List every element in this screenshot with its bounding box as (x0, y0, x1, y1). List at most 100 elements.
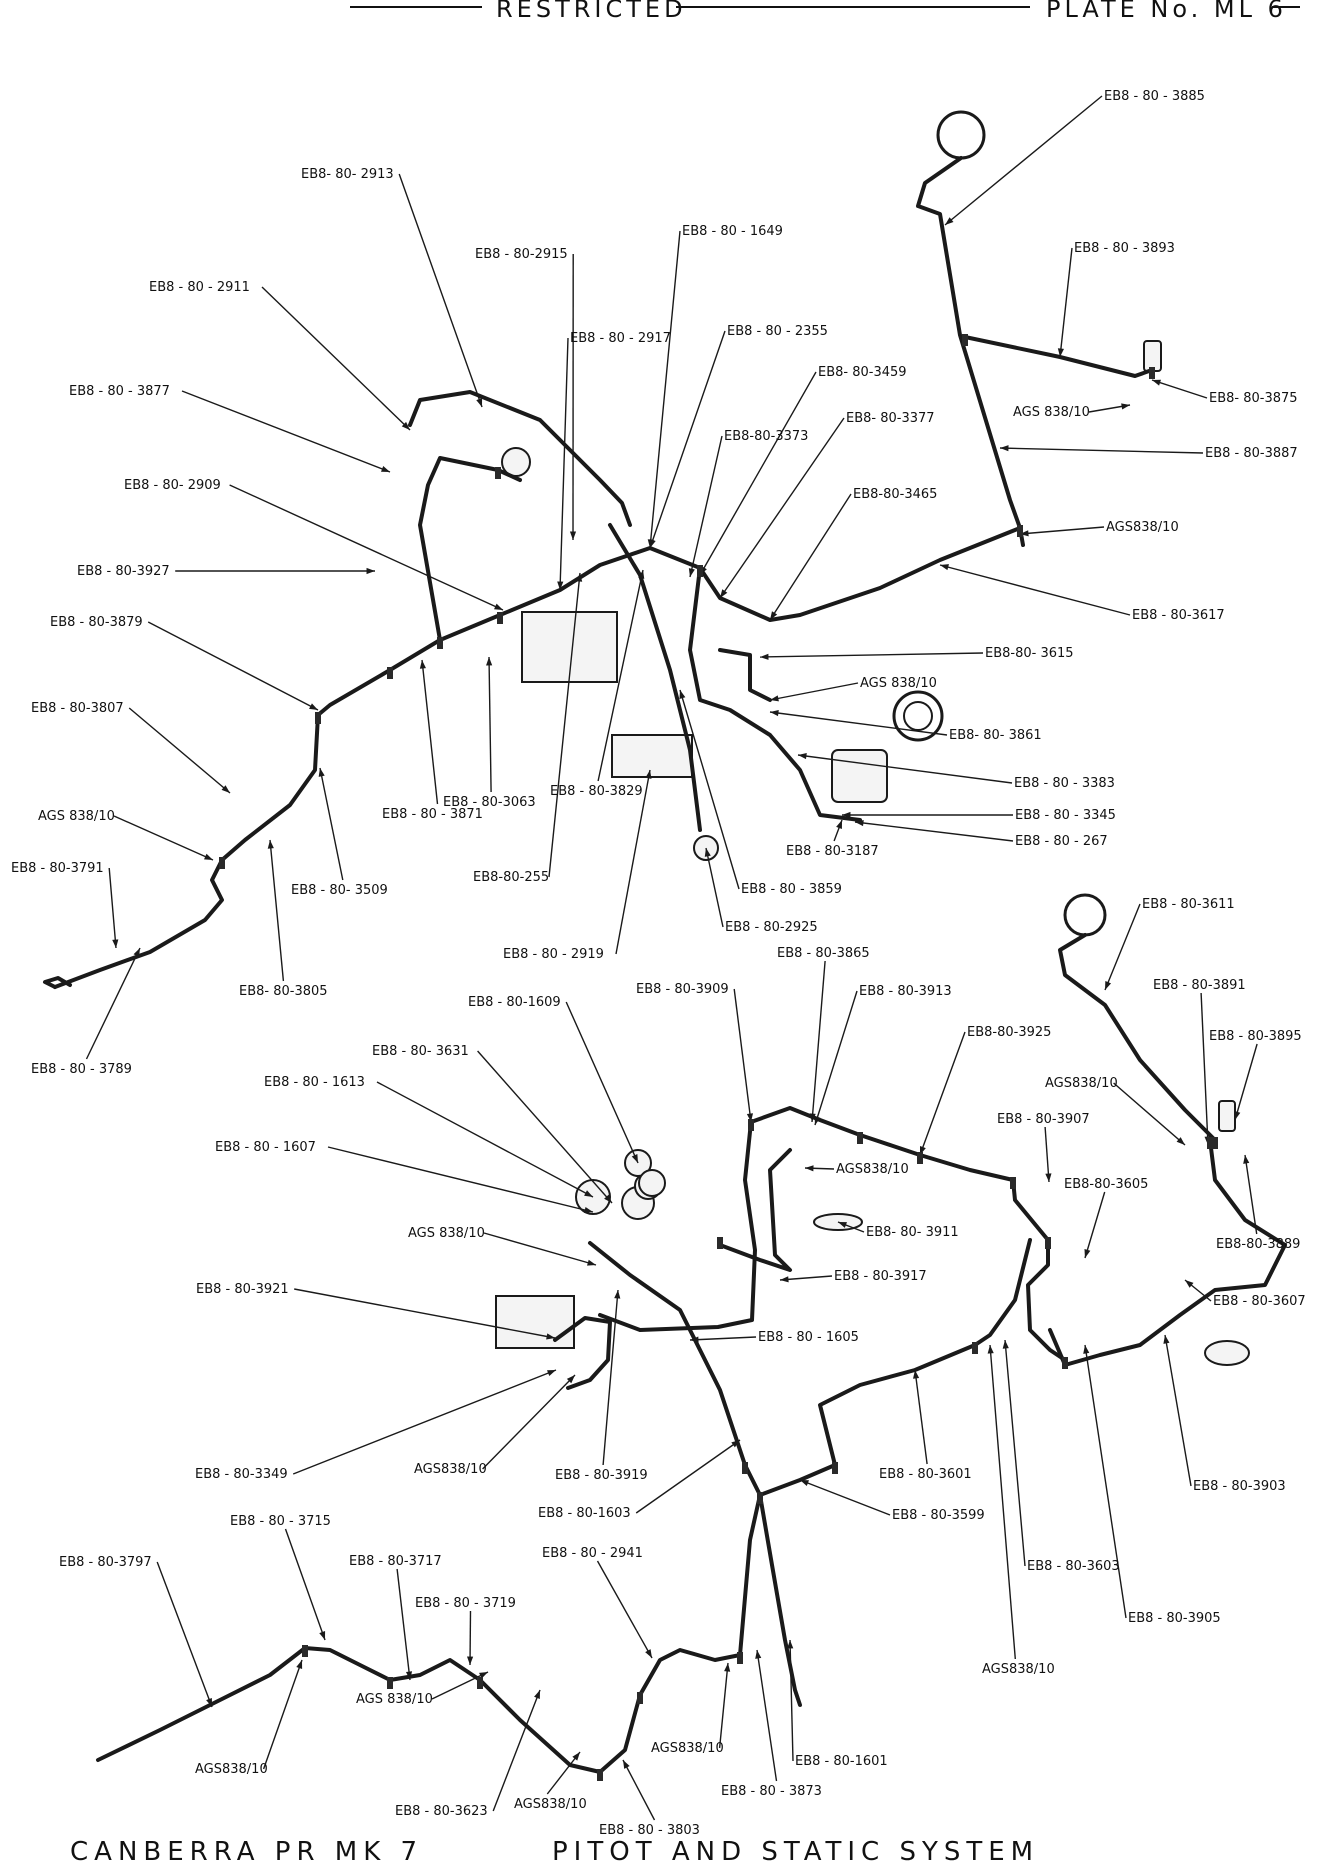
leader-arrow-l3373 (688, 568, 695, 577)
fittings (219, 334, 1218, 1781)
pipe-right-lower-run (1048, 1138, 1287, 1367)
pipe-fitting (1207, 1137, 1213, 1149)
leader-line-l3605 (1084, 1191, 1106, 1259)
pipe-fitting (1045, 1237, 1051, 1249)
leader-line-l3877 (181, 390, 391, 473)
leader-line-l3829 (597, 569, 644, 782)
leader-line-l3917 (779, 1275, 833, 1281)
part-label-l3907: EB8 - 80-3907 (997, 1112, 1090, 1127)
part-label-l3889: EB8-80-3889 (1216, 1237, 1300, 1252)
leader-arrow-l2925 (704, 848, 711, 857)
part-label-l3063: EB8 - 80-3063 (443, 795, 536, 810)
leader-arrow-l3617 (940, 564, 949, 571)
leader-arrow-l3879 (309, 703, 318, 710)
part-label-l3599: EB8 - 80-3599 (892, 1508, 985, 1523)
leader-line-l3349 (292, 1369, 557, 1475)
part-label-ags7: AGS 838/10 (408, 1226, 485, 1241)
leader-arrow-l1605 (690, 1336, 699, 1343)
part-label-l3903: EB8 - 80-3903 (1193, 1479, 1286, 1494)
leader-arrow-ags8 (566, 1375, 575, 1384)
pipe-fitting (387, 1677, 393, 1689)
pipe-fitting (962, 334, 968, 346)
pitot-head-top-right (936, 110, 986, 160)
leader-line-ags12 (262, 1659, 303, 1770)
part-label-l3905: EB8 - 80-3905 (1128, 1611, 1221, 1626)
pipe-fitting (857, 1132, 863, 1144)
plate-title: PITOT AND STATIC SYSTEM (552, 1837, 1039, 1865)
leader-arrow-l3383 (798, 753, 807, 760)
leader-line-l3907 (1044, 1126, 1050, 1183)
part-label-l1603: EB8 - 80-1603 (538, 1506, 631, 1521)
part-label-l2913: EB8- 80- 2913 (301, 167, 394, 182)
leader-line-l2925 (705, 847, 724, 928)
pipe-1605-diagonal (588, 1241, 762, 1497)
part-label-l3603: EB8 - 80-3603 (1027, 1559, 1120, 1574)
leader-arrow-l3611 (1105, 981, 1112, 990)
pipe-fitting (597, 1769, 603, 1781)
part-label-l3871: EB8 - 80 - 3871 (382, 807, 483, 822)
leader-line-l255 (548, 572, 581, 878)
part-label-l2917: EB8 - 80 - 2917 (570, 331, 671, 346)
pipe-3909-left (598, 1120, 757, 1332)
leader-arrow-ags11 (724, 1663, 731, 1672)
leader-line-l1601 (789, 1639, 794, 1762)
leader-line-l3617 (939, 564, 1131, 616)
part-label-l3913: EB8 - 80-3913 (859, 984, 952, 999)
leader-line-l3861 (769, 711, 948, 736)
part-label-l3377: EB8- 80-3377 (846, 411, 935, 426)
leader-arrow-l267 (855, 819, 864, 827)
pipe-fitting (748, 1119, 754, 1131)
part-label-l3925: EB8-80-3925 (967, 1025, 1051, 1040)
leader-arrow-l3921 (546, 1333, 555, 1340)
leader-arrow-l3791 (112, 939, 119, 948)
part-label-ags10: AGS 838/10 (356, 1692, 433, 1707)
part-label-l1613: EB8 - 80 - 1613 (264, 1075, 365, 1090)
part-label-l3187: EB8 - 80-3187 (786, 844, 879, 859)
part-label-l3807: EB8 - 80-3807 (31, 701, 124, 716)
pipe-3601-run (758, 1238, 1032, 1497)
leader-line-l2913 (398, 173, 483, 408)
part-label-l3921: EB8 - 80-3921 (196, 1282, 289, 1297)
part-label-l3509: EB8 - 80- 3509 (291, 883, 388, 898)
leader-arrow-ags7 (587, 1259, 596, 1266)
leader-line-l3791 (108, 867, 117, 949)
part-label-ags13: AGS838/10 (514, 1797, 587, 1812)
leader-line-l3377 (719, 417, 845, 599)
leader-arrow-l3885 (945, 217, 954, 225)
pipe-bottom-main-run (96, 1493, 762, 1774)
part-label-ags2: AGS838/10 (1106, 520, 1179, 535)
leader-arrow-l3893 (1057, 348, 1064, 357)
leader-arrow-ags9 (987, 1345, 994, 1354)
pipe-fitting (917, 1152, 923, 1164)
gauge-1609-b (638, 1169, 666, 1197)
leader-line-l3891 (1200, 992, 1209, 1146)
pipe-fitting (637, 1692, 643, 1704)
leader-line-l3465 (769, 493, 852, 621)
leader-arrow-l3789 (133, 948, 140, 957)
pipe-3893-branch (963, 335, 1154, 378)
leader-arrow-l3063 (486, 657, 493, 666)
pipe-fitting (1149, 367, 1155, 379)
leader-arrow-l3615 (760, 653, 769, 660)
part-label-ags8: AGS838/10 (414, 1462, 487, 1477)
leader-line-ags9 (989, 1344, 1016, 1660)
leader-line-l3797 (156, 1561, 213, 1708)
leader-arrow-l3919 (614, 1290, 621, 1299)
part-label-ags6: AGS838/10 (836, 1162, 909, 1177)
leader-lines (85, 95, 1258, 1821)
leader-arrow-ags10 (479, 1672, 488, 1679)
leader-line-l3903 (1164, 1334, 1192, 1487)
leader-line-l3631 (477, 1050, 613, 1204)
leader-line-l3807 (128, 707, 231, 794)
leader-arrow-l3603 (1002, 1340, 1009, 1349)
leader-line-l1603 (635, 1439, 741, 1514)
leader-line-l3873 (756, 1649, 778, 1782)
leader-arrow-l3829 (638, 570, 645, 579)
leader-arrow-l1607 (584, 1206, 593, 1213)
part-label-l3805: EB8- 80-3805 (239, 984, 328, 999)
part-label-l267: EB8 - 80 - 267 (1015, 834, 1108, 849)
leader-arrow-l3803 (623, 1760, 630, 1769)
pipe-lower-frame (749, 1106, 1067, 1362)
leader-line-l3909 (733, 988, 752, 1123)
